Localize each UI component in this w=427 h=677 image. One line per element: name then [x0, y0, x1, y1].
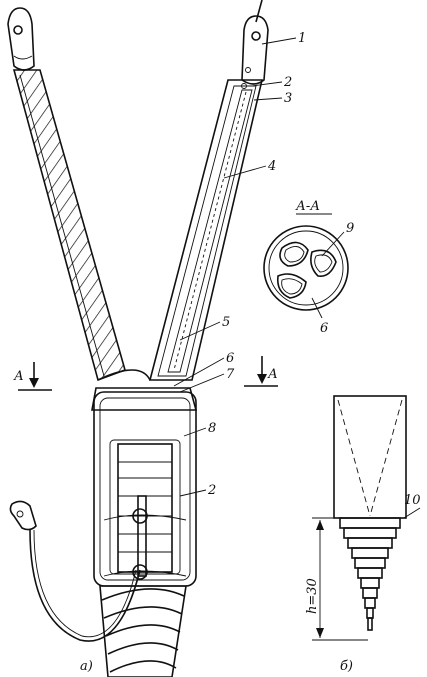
- caption-b: б): [340, 659, 353, 674]
- section-marker-right: [244, 356, 278, 387]
- label-2: 2: [283, 75, 292, 90]
- label-4: 4: [267, 159, 276, 174]
- left-branch-conductor: [12, 69, 126, 382]
- termination-glove: [93, 391, 197, 587]
- dimension-line: [312, 517, 368, 641]
- ground-wire: [9, 500, 141, 642]
- dimension-label: h=30: [305, 578, 320, 614]
- cross-section-view: [263, 213, 349, 319]
- right-branch-conductor: [148, 79, 264, 381]
- label-6: 6: [226, 351, 234, 366]
- label-2-lower: 2: [207, 483, 216, 498]
- label-6-section: 6: [320, 321, 328, 336]
- section-marker-right-label: А: [267, 367, 278, 382]
- label-8: 8: [208, 421, 216, 436]
- right-cable-lug: [241, 0, 269, 89]
- left-cable-lug: [7, 7, 35, 71]
- label-10: 10: [404, 493, 421, 508]
- section-title: А-А: [295, 199, 320, 214]
- label-5: 5: [222, 315, 230, 330]
- cone-template: [333, 395, 421, 631]
- section-marker-left: [18, 362, 52, 391]
- label-7: 7: [226, 367, 235, 382]
- section-marker-left-label: А: [13, 369, 24, 384]
- label-3: 3: [284, 91, 292, 106]
- label-1: 1: [298, 31, 306, 46]
- cable-core: [103, 443, 187, 580]
- label-9: 9: [346, 221, 354, 236]
- leader-lines: [173, 37, 297, 497]
- main-cable: [99, 585, 187, 677]
- caption-a: а): [80, 659, 93, 674]
